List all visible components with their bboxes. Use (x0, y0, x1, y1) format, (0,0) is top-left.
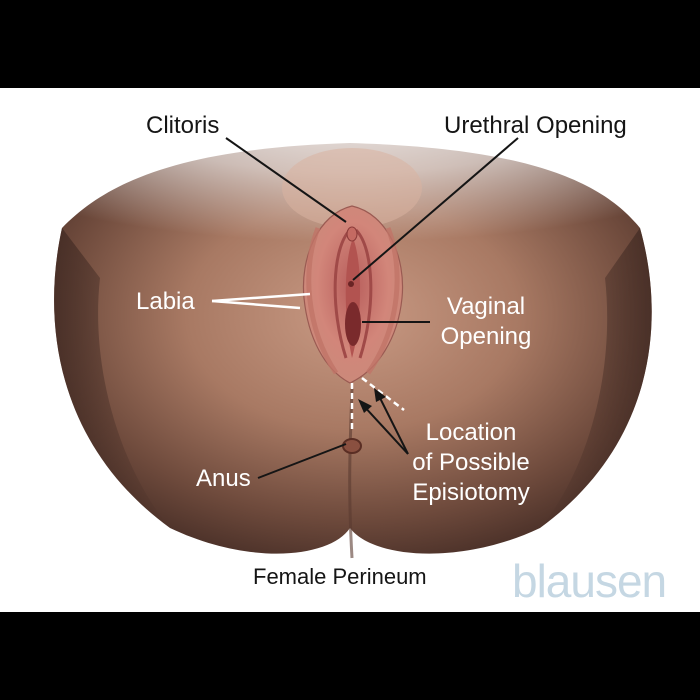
blausen-watermark: blausen (512, 555, 667, 607)
urethra-shape (348, 281, 354, 287)
label-vaginal-opening-line1: Vaginal (446, 293, 526, 320)
label-labia: Labia (136, 288, 195, 315)
label-episiotomy-line2: of Possible (412, 449, 530, 476)
anus-shape (342, 438, 362, 454)
clitoris-shape (346, 226, 358, 242)
anatomy-illustration (0, 88, 700, 559)
label-vaginal-opening-line2: Opening (440, 323, 532, 350)
diagram-caption: Female Perineum (253, 564, 427, 589)
label-episiotomy-line1: Location (425, 419, 517, 446)
label-anus: Anus (196, 465, 251, 492)
label-urethral-opening: Urethral Opening (444, 112, 627, 139)
label-episiotomy-line3: Episiotomy (412, 479, 530, 506)
vaginal-opening-shape (345, 302, 361, 346)
label-clitoris: Clitoris (146, 112, 220, 139)
label-episiotomy: Location of Possible Episiotomy (396, 418, 546, 508)
illustration-panel (0, 88, 700, 612)
label-vaginal-opening: Vaginal Opening (428, 292, 544, 352)
